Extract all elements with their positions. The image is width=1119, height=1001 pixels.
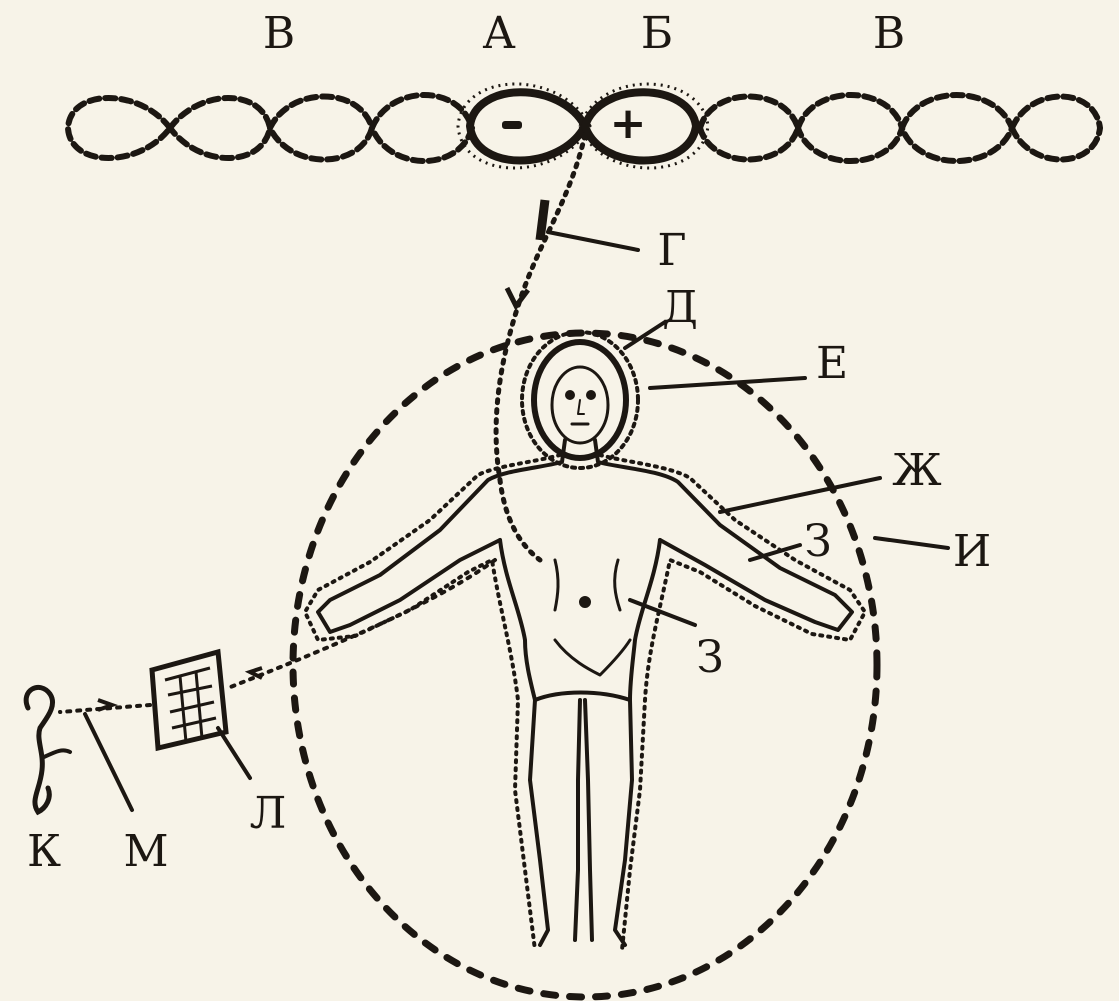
small-figure (26, 687, 70, 812)
label-i: И (953, 526, 991, 577)
label-m: М (123, 826, 168, 877)
label-v-left: В (263, 8, 295, 59)
label-z-arm: З (804, 516, 831, 567)
loop-v-left-1 (68, 98, 170, 158)
label-a: А (482, 8, 515, 59)
label-z-belly: З (696, 632, 723, 683)
picture-frame (152, 652, 226, 748)
label-v-right: В (873, 8, 905, 59)
plus-sign: + (610, 98, 647, 149)
label-l: Л (250, 788, 287, 839)
g-marker (540, 200, 545, 240)
label-zh: Ж (892, 445, 941, 496)
minus-sign (502, 121, 522, 129)
human-figure (318, 332, 852, 945)
loop-v-left-2 (170, 98, 270, 158)
label-e: Е (816, 338, 848, 389)
loop-v-right-2 (798, 95, 902, 161)
arrow-down-icon (507, 288, 528, 306)
label-d: Д (662, 282, 698, 333)
aura-outer (293, 333, 877, 997)
loop-v-right-4 (1012, 97, 1100, 160)
loop-v-left-3 (270, 97, 372, 160)
energy-channel (496, 135, 585, 560)
loop-v-right-1 (700, 97, 798, 160)
label-g: Г (657, 225, 686, 276)
loop-b-positive: + (580, 84, 708, 168)
loop-a-negative (458, 84, 590, 168)
label-k: К (27, 826, 61, 877)
loop-v-left-4 (372, 95, 472, 161)
label-b: Б (641, 8, 673, 59)
loop-v-right-3 (902, 95, 1012, 161)
